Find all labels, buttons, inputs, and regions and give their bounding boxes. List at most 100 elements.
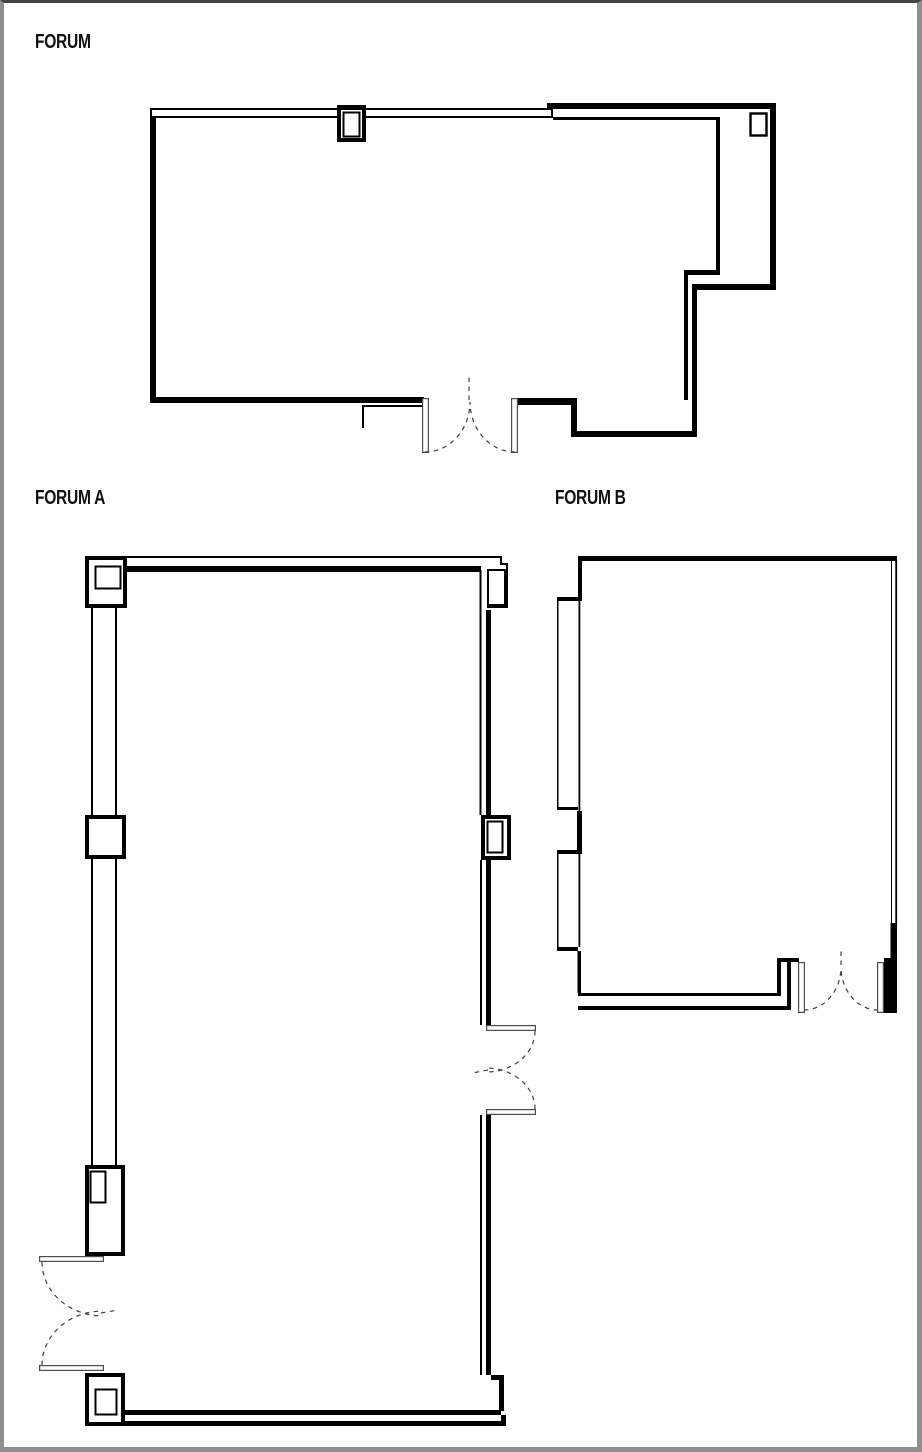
column-core (94, 1388, 118, 1416)
wall-segment (578, 854, 581, 947)
door-swing-arc (41, 1310, 104, 1366)
wall-segment (150, 397, 424, 403)
door-swing-arc (840, 966, 879, 1011)
forum-b-plan-title: FORUM B (555, 487, 626, 509)
pilaster (487, 569, 506, 606)
wall-segment (884, 958, 897, 1013)
wall-segment (557, 850, 582, 854)
wall-segment (578, 993, 779, 996)
wall-segment (577, 951, 581, 993)
wall-segment (578, 601, 581, 811)
forum-double-door (422, 377, 519, 454)
wall-segment (578, 1006, 791, 1010)
forum-a-left-double-door (38, 1255, 119, 1371)
door-swing-arc (424, 401, 471, 453)
wall-segment (578, 556, 582, 597)
door-swing-arc (803, 966, 842, 1011)
door-jamb (422, 398, 430, 454)
forum-a-plan (38, 556, 537, 1426)
wall-segment (684, 270, 720, 275)
door-swing-arc (469, 401, 516, 453)
wall-segment (150, 116, 156, 403)
wall-segment (557, 601, 559, 807)
wall-segment (890, 923, 897, 963)
forum-top-column (337, 105, 366, 142)
door-jamb (797, 961, 805, 1013)
wall-segment (486, 860, 491, 1025)
wall-segment (115, 858, 117, 1165)
wall-segment (716, 117, 720, 274)
wall-segment (557, 807, 578, 810)
forum-walls (150, 103, 776, 437)
forum-a-plan-title: FORUM A (35, 487, 106, 509)
wall-segment (479, 570, 482, 815)
wall-segment (553, 117, 720, 120)
wall-segment (770, 103, 776, 290)
wall-segment (777, 960, 781, 996)
wall-segment (692, 284, 776, 290)
forum-b-plan (557, 556, 898, 1013)
column-core (342, 111, 361, 138)
wall-segment (486, 1115, 491, 1375)
wall-segment (119, 1410, 501, 1415)
wall-segment (578, 556, 897, 561)
wall-segment (787, 960, 791, 1006)
wall-segment (362, 405, 424, 407)
forum-a-right-double-door (471, 1024, 537, 1115)
wall-segment (127, 566, 481, 572)
floor-plan-drawing (38, 103, 898, 1426)
door-swing-centerline (471, 1069, 489, 1074)
column-core (89, 1170, 107, 1204)
forum-b-walls (557, 556, 898, 1013)
column-box-inner (89, 819, 122, 855)
wall-segment (499, 1380, 504, 1411)
wall-segment (577, 811, 582, 850)
wall-segment (91, 858, 93, 1165)
wall-segment (85, 556, 502, 558)
wall-segment (119, 1421, 506, 1426)
wall-segment (362, 405, 364, 428)
wall-segment (487, 606, 508, 608)
wall-segment (491, 1375, 504, 1380)
door-swing-arc (41, 1261, 104, 1317)
forum-a-columns (85, 556, 511, 1426)
wall-segment (506, 563, 508, 608)
door-jamb (38, 1255, 104, 1262)
duct-box (749, 112, 768, 137)
forum-b-double-door (797, 949, 884, 1013)
door-jamb (486, 1024, 537, 1031)
wall-segment (517, 398, 577, 405)
wall-segment (547, 103, 776, 109)
wall-segment (571, 401, 577, 435)
wall-segment (91, 608, 93, 815)
wall-segment (557, 597, 582, 601)
door-jamb (38, 1364, 104, 1371)
wall-segment (557, 947, 578, 951)
door-jamb (511, 398, 519, 454)
wall-segment (551, 103, 553, 118)
wall-segment (480, 860, 482, 1025)
wall-segment (692, 284, 697, 437)
wall-segment (891, 560, 892, 925)
wall-segment (115, 608, 117, 815)
door-swing-arc (487, 1067, 536, 1110)
forum-plan (150, 103, 776, 454)
wall-segment (500, 556, 502, 565)
door-swing-centerline (100, 1309, 119, 1314)
wall-segment (486, 610, 491, 815)
forum-plan-title: FORUM (35, 31, 91, 53)
wall-segment (150, 108, 152, 118)
wall-segment (501, 1415, 506, 1421)
door-swing-arc (487, 1030, 536, 1073)
door-jamb (876, 961, 884, 1013)
wall-segment (480, 1115, 482, 1375)
forum-a-walls (85, 556, 508, 1426)
column-core (486, 820, 504, 854)
wall-segment (557, 854, 559, 949)
wall-segment (500, 563, 508, 565)
door-jamb (486, 1108, 537, 1115)
wall-segment (684, 270, 688, 400)
wall-segment (571, 431, 697, 437)
wall-segment (777, 958, 799, 962)
